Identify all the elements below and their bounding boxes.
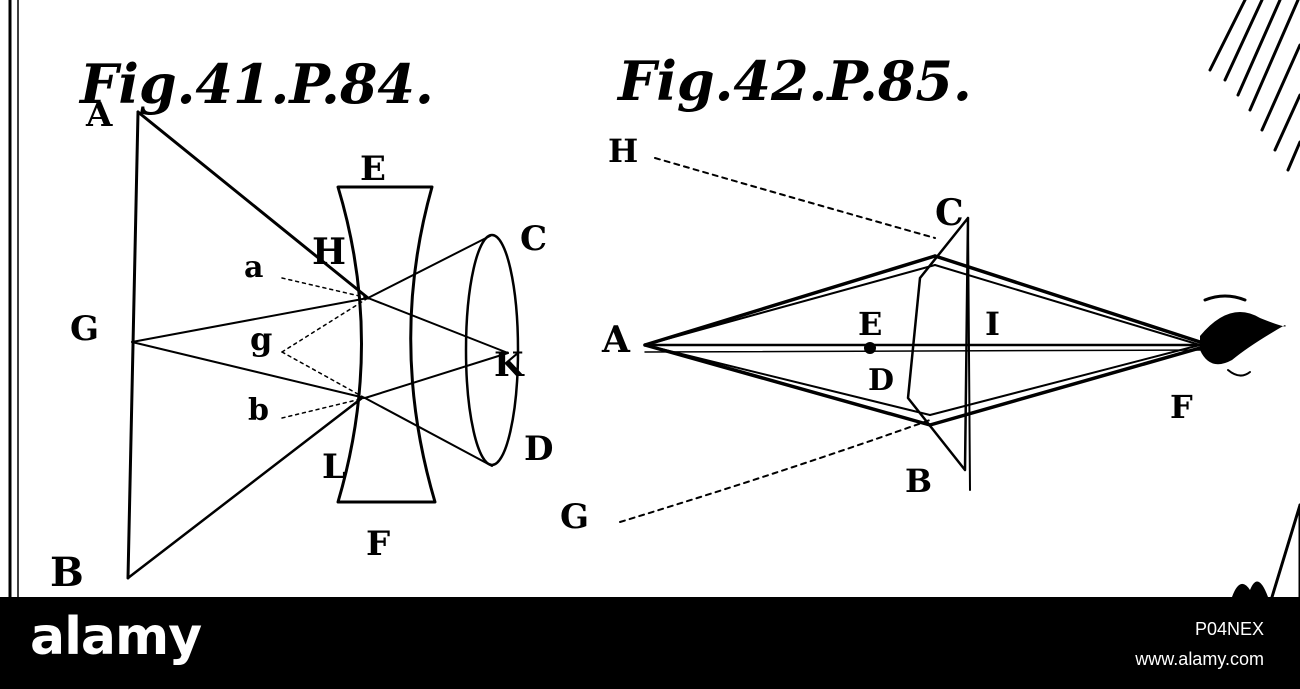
prism-edge [967,217,971,491]
fig41-label-h: H [312,231,346,273]
fig41-title: Fig.41.P.84. [78,52,434,116]
ray-a-c-1 [643,254,937,347]
fig41-label-g: G [70,309,99,349]
eye-lower-lid [1227,369,1251,377]
point-e-dot [864,342,876,354]
dotted-g-b [619,419,931,523]
fig42-label-g: G [560,497,589,537]
fig42-label-e: E [858,305,882,343]
ray-h-c [367,235,491,299]
ray-a-h [136,110,370,300]
ray-a-f-axis-2 [644,349,1201,353]
ray-b-l [126,396,364,580]
fig41-label-small-a: a [244,250,263,285]
ray-g-l [131,341,366,399]
eye-drawing [1200,294,1286,377]
ray-g-h [131,297,369,343]
convex-lens [464,233,520,467]
site-url: www.alamy.com [1135,649,1264,669]
watermark-footer: alamy P04NEX www.alamy.com [0,597,1300,689]
ray-b-f-1 [928,346,1202,427]
ray-b-f-2 [929,344,1201,416]
figure-41: Fig.41.P.84. A B G E [50,52,553,596]
fig42-label-d: D [868,363,894,398]
engraving-plate: Fig.41.P.84. A B G E [0,0,1300,597]
ray-l-k [364,352,509,399]
fig41-label-c: C [520,219,547,259]
fig41-label-f: F [366,524,390,564]
fig42-label-b: B [905,462,932,500]
fig41-label-a: A [85,95,113,135]
optics-diagram: Fig.41.P.84. A B G E [8,0,1300,597]
ray-h-k [367,297,509,354]
ray-a-c-2 [644,264,936,346]
fig42-title: Fig.42.P.85. [616,49,972,113]
dotted-g-h [281,297,369,353]
concave-lens [336,185,437,504]
fig41-label-l: L [322,447,346,487]
fig41-label-small-b: b [248,393,269,428]
ray-c-f-2 [934,264,1201,346]
fig41-label-e: E [360,149,386,189]
object-line-ab [126,110,140,580]
fig41-label-d: D [524,429,553,469]
dotted-b-l [281,397,366,419]
figure-42: Fig.42.P.85. [560,49,1286,537]
dotted-g-l [281,351,366,399]
ray-a-b-2 [644,344,931,416]
figure-fragment-bottom-right [1232,503,1300,597]
fig42-label-h: H [608,132,638,170]
fig42-label-a: A [601,319,631,361]
fig42-label-f: F [1170,388,1193,426]
fig41-label-b: B [50,549,84,596]
fig42-label-i: I [985,305,1000,343]
ray-l-d [364,397,493,467]
fig42-label-c: C [935,192,964,234]
eyebrow [1203,294,1247,302]
dotted-a-h [281,277,369,299]
ray-c-f-1 [933,254,1202,344]
hatching-fragment [1208,0,1300,172]
dotted-h-c [654,157,936,239]
fig41-label-small-g: g [250,320,272,358]
image-id: P04NEX [1194,619,1264,639]
ray-a-b-1 [643,343,932,427]
alamy-logo: alamy [30,607,202,667]
fig41-label-k: K [494,345,525,385]
